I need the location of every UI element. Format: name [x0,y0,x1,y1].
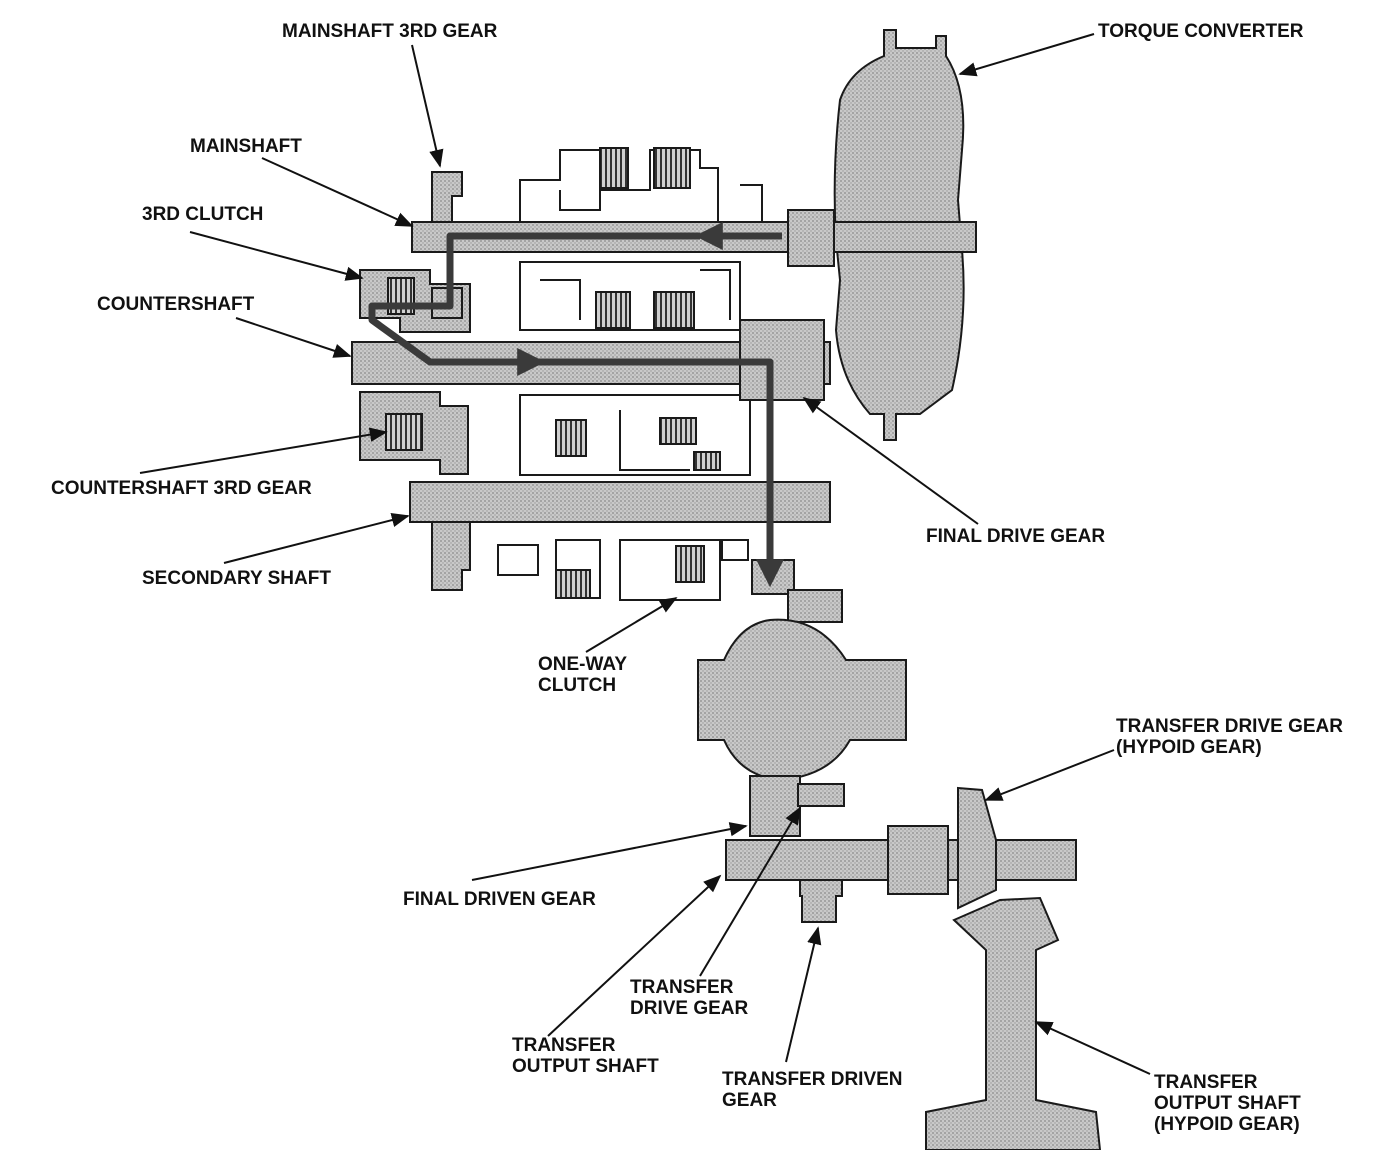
label-3rd-clutch: 3RD CLUTCH [142,204,264,225]
gear-cluster [497,261,751,601]
label-countershaft-3rd-gear: COUNTERSHAFT 3RD GEAR [51,478,312,499]
third-clutch [359,269,471,333]
label-torque-converter: TORQUE CONVERTER [1098,21,1304,42]
secondary-shaft-assembly [409,481,831,591]
label-final-driven-gear: FINAL DRIVEN GEAR [403,889,596,910]
differential [697,559,1077,923]
label-final-drive-gear: FINAL DRIVE GEAR [926,526,1106,547]
label-secondary-shaft: SECONDARY SHAFT [142,568,331,589]
label-transfer-drive-gear-hypoid: TRANSFER DRIVE GEAR(HYPOID GEAR) [1116,716,1343,758]
label-countershaft: COUNTERSHAFT [97,294,255,315]
leader-lines [139,33,1151,1075]
power-flow-path [368,222,784,588]
label-mainshaft-3rd-gear: MAINSHAFT 3RD GEAR [282,21,498,42]
hypoid-gears [925,786,1102,1150]
label-mainshaft: MAINSHAFT [190,136,302,157]
